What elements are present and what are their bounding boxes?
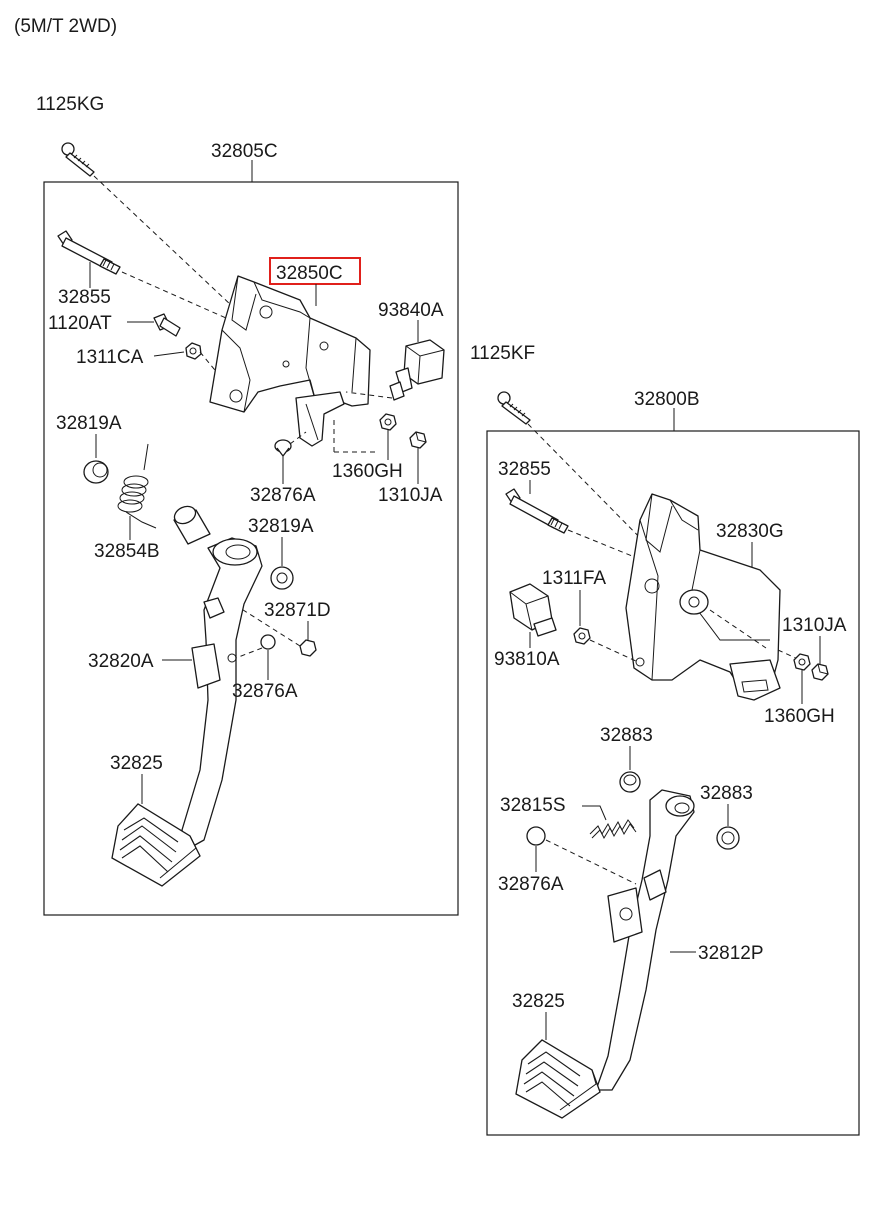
- spring-32815S: [589, 819, 637, 840]
- label-1311CA: 1311CA: [76, 347, 144, 368]
- pedal-bracket-32850C: [209, 275, 371, 447]
- label-32876A-right: 32876A: [498, 874, 564, 895]
- switch-93840A: [389, 339, 445, 401]
- label-32830G: 32830G: [716, 521, 784, 542]
- label-1311FA: 1311FA: [542, 568, 606, 589]
- label-32815S: 32815S: [500, 795, 566, 816]
- label-1360GH-left: 1360GH: [332, 461, 403, 482]
- left-assembly-frame: [43, 181, 459, 916]
- nut-1311CA: [185, 342, 202, 360]
- label-32819A-upper: 32819A: [56, 413, 122, 434]
- label-1120AT: 1120AT: [48, 313, 112, 334]
- label-32883-side: 32883: [700, 783, 753, 804]
- nut-1310JA-right: [811, 663, 829, 681]
- nut-1311FA: [573, 627, 591, 645]
- label-32820A: 32820A: [88, 651, 154, 672]
- spring-32854B: [117, 443, 157, 529]
- bushing-sleeve-left: [173, 505, 211, 545]
- clip-32876A-top: [274, 439, 292, 457]
- label-32854B: 32854B: [94, 541, 160, 562]
- bushing-32819A-upper: [83, 460, 109, 484]
- clip-32876A-mid: [260, 634, 276, 650]
- label-32876A-mid: 32876A: [232, 681, 298, 702]
- pedal-arm-32812P: [595, 789, 695, 1091]
- bushing-32883-side: [716, 826, 740, 850]
- label-32805C: 32805C: [211, 141, 278, 162]
- bolt-1120AT: [153, 313, 181, 337]
- nut-1310JA-left: [409, 431, 427, 449]
- label-32871D: 32871D: [264, 600, 331, 621]
- clip-32876A-right: [526, 826, 546, 846]
- label-32876A-top: 32876A: [250, 485, 316, 506]
- label-32819A-mid: 32819A: [248, 516, 314, 537]
- nut-1360GH-right: [793, 653, 811, 671]
- variant-title: (5M/T 2WD): [14, 16, 117, 37]
- label-1310JA-left: 1310JA: [378, 485, 443, 506]
- label-1360GH-right: 1360GH: [764, 706, 835, 727]
- label-32855-left: 32855: [58, 287, 111, 308]
- pin-32855-right: [505, 488, 569, 534]
- label-32855-right: 32855: [498, 459, 551, 480]
- label-93840A: 93840A: [378, 300, 444, 321]
- nut-1360GH-left: [379, 413, 397, 431]
- label-1125KF: 1125KF: [470, 343, 535, 364]
- label-32800B: 32800B: [634, 389, 700, 410]
- pedal-arm-32820A: [181, 537, 263, 851]
- bushing-32819A-mid: [270, 566, 294, 590]
- label-32883-upper: 32883: [600, 725, 653, 746]
- bolt-1125KG: [61, 142, 95, 177]
- label-32825-left: 32825: [110, 753, 163, 774]
- bushing-32883-upper: [619, 771, 641, 793]
- label-93810A: 93810A: [494, 649, 560, 670]
- bolt-1125KF: [497, 391, 531, 425]
- pedal-pad-32825-left: [111, 803, 201, 887]
- label-1125KG: 1125KG: [36, 94, 104, 115]
- label-32825-right: 32825: [512, 991, 565, 1012]
- right-assembly-frame: [486, 430, 860, 1136]
- pedal-bracket-32830G: [625, 493, 781, 701]
- label-32812P: 32812P: [698, 943, 764, 964]
- label-1310JA-right: 1310JA: [782, 615, 847, 636]
- stopper-32871D: [299, 639, 317, 657]
- label-32850C: 32850C: [276, 263, 343, 284]
- pin-32855-left: [57, 230, 121, 275]
- switch-93810A: [509, 583, 557, 637]
- pedal-pad-32825-right: [515, 1039, 601, 1119]
- highlight-box-32850C: [269, 257, 361, 285]
